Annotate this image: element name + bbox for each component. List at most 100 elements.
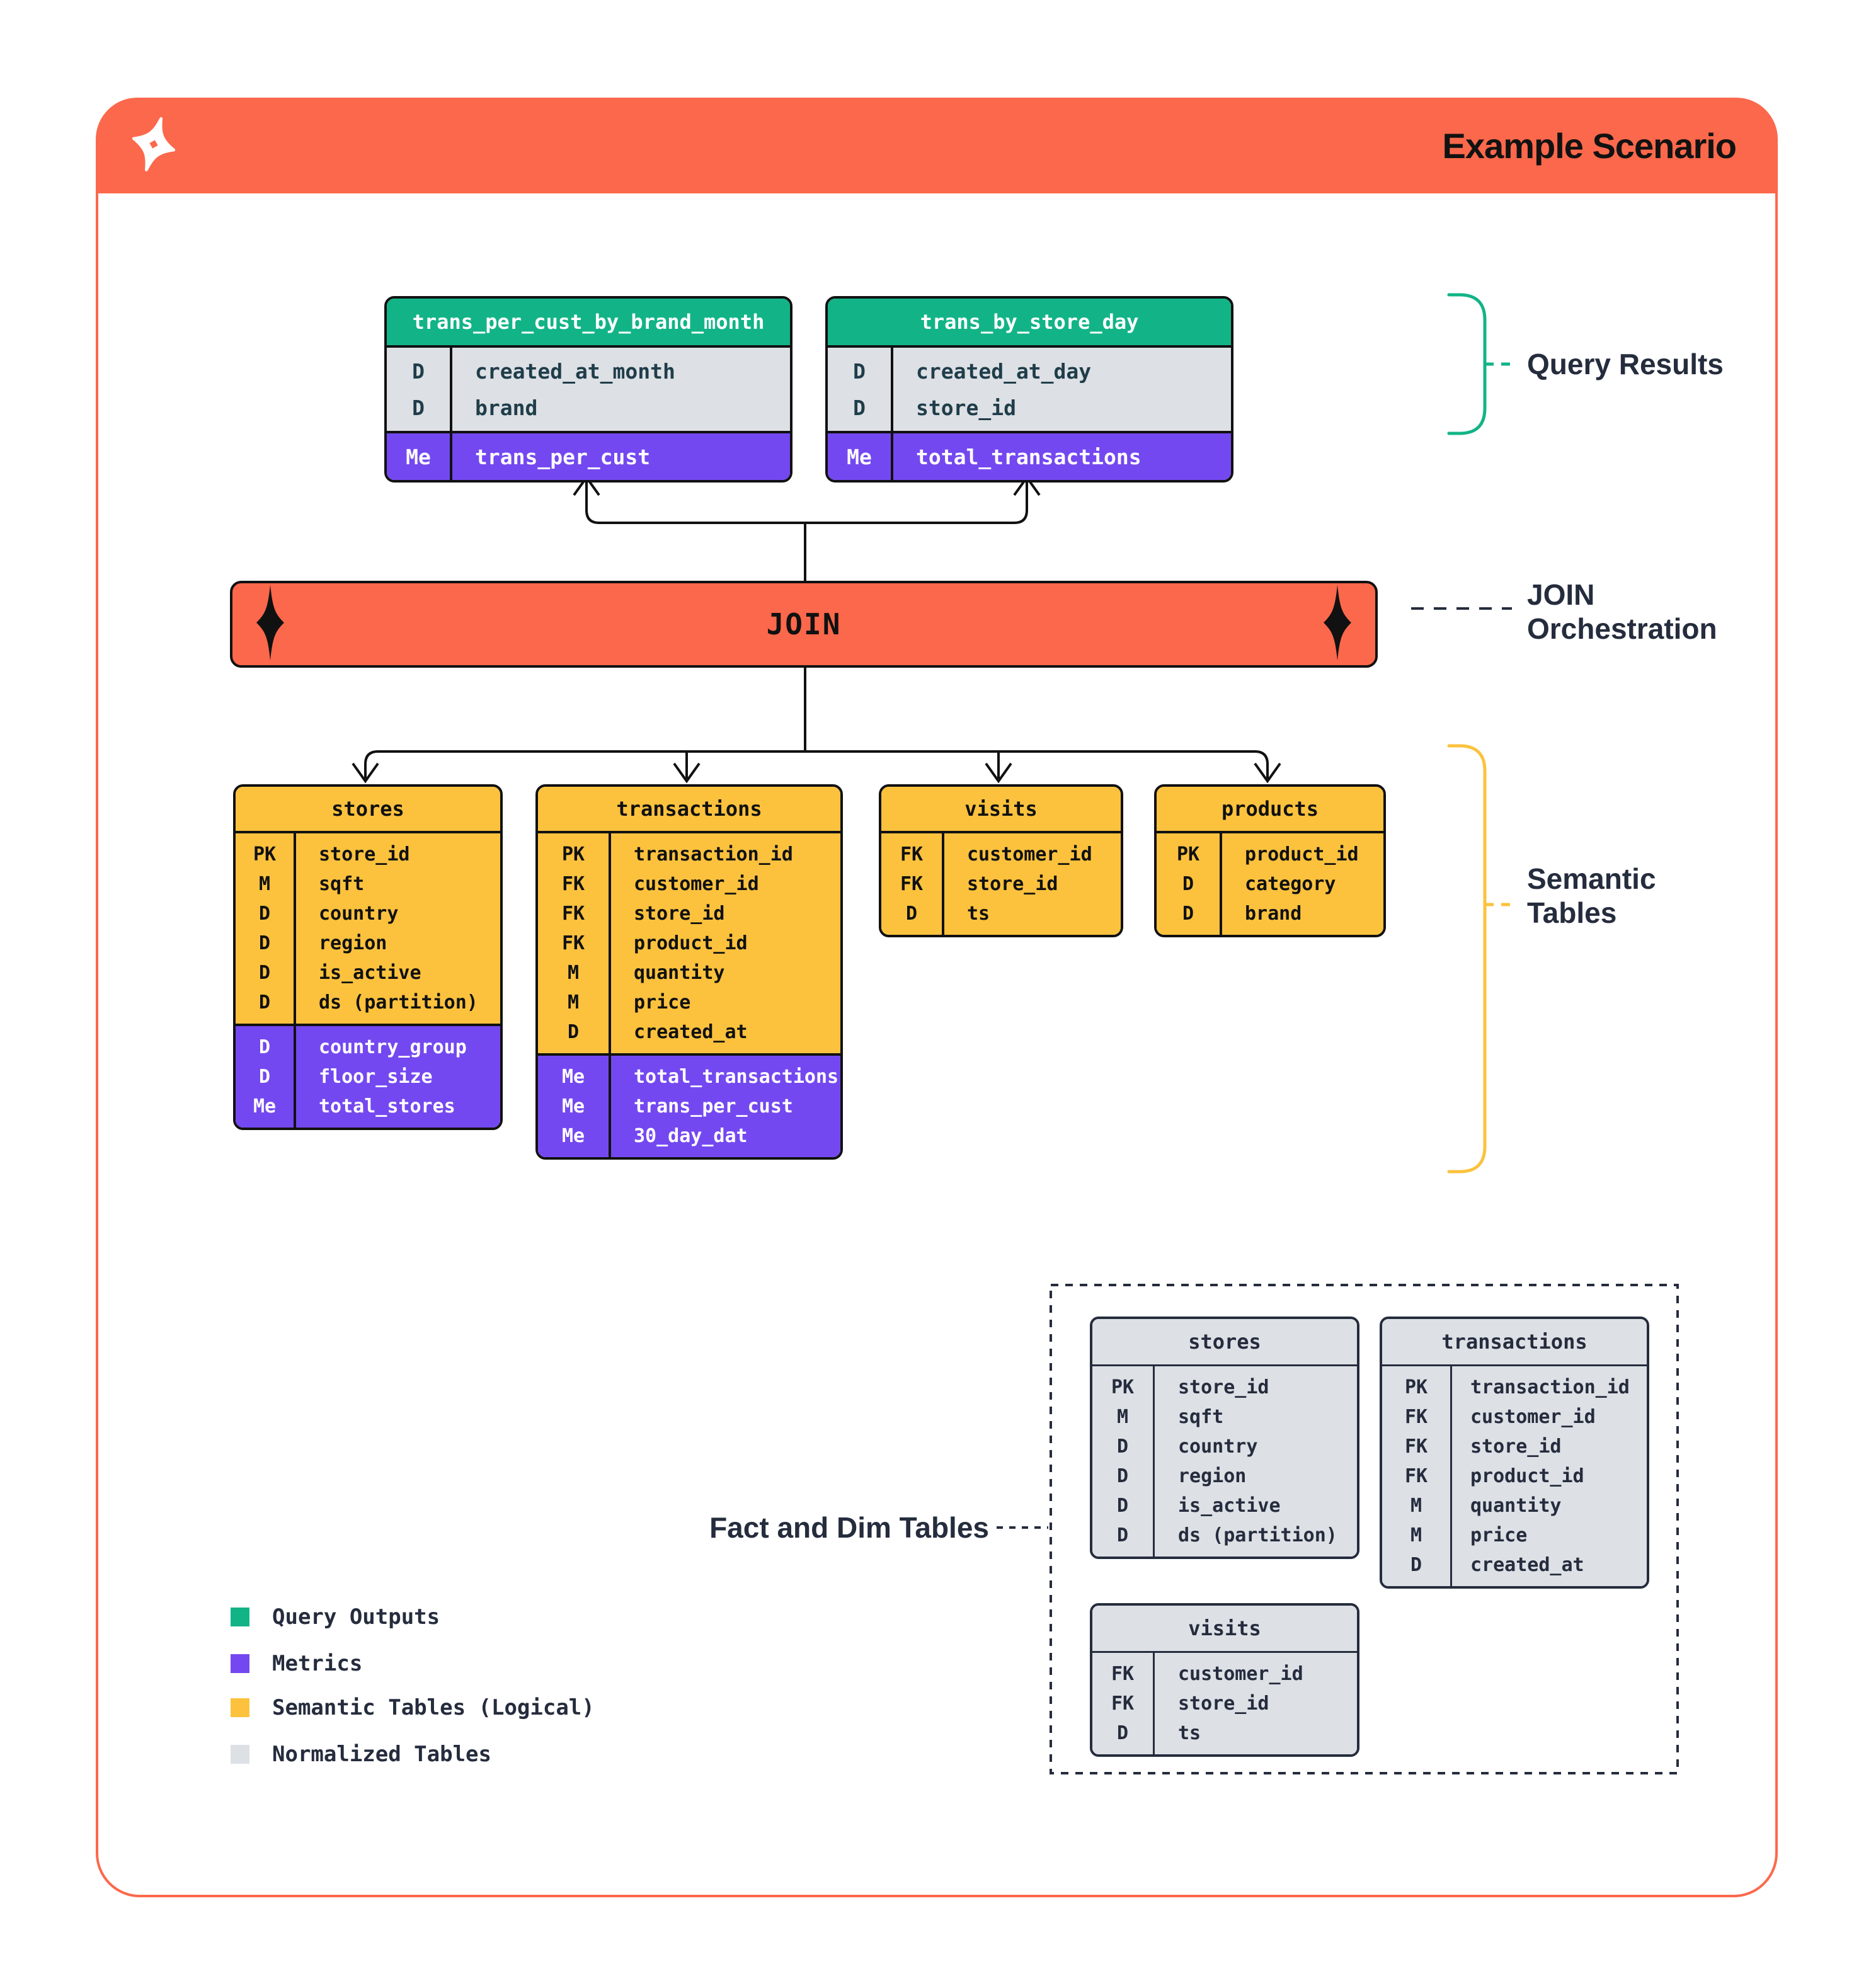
column-name: sqft [1178, 1406, 1224, 1428]
column-name: category [1245, 873, 1336, 895]
column-name: created_at [634, 1021, 748, 1043]
column-name: quantity [634, 962, 725, 984]
column-key: M [567, 962, 580, 984]
column-key: PK [1176, 843, 1200, 865]
column-key: D [853, 395, 866, 420]
column-name: trans_per_cust [634, 1095, 793, 1117]
semantic-tables-line2: Tables [1527, 896, 1617, 930]
column-key: D [258, 932, 271, 954]
column-name: total_transactions [634, 1066, 839, 1088]
legend-item-normalized-tables: Normalized Tables [231, 1742, 491, 1767]
metric-rows: Me trans_per_cust [387, 431, 790, 480]
table-title: stores [236, 787, 500, 833]
table-title: trans_by_store_day [828, 299, 1231, 348]
column-name: product_id [634, 932, 748, 954]
table-row: D store_id [828, 389, 1231, 426]
table-row: Me trans_per_cust [387, 438, 790, 475]
fact-dim-tables-label: Fact and Dim Tables [709, 1511, 989, 1544]
column-name: ts [967, 903, 990, 925]
column-key: FK [1111, 1663, 1135, 1685]
column-divider [294, 833, 296, 1024]
column-key: FK [561, 932, 585, 954]
column-key: D [1410, 1554, 1422, 1576]
legend-item-metrics: Metrics [231, 1651, 362, 1676]
column-name: product_id [1470, 1465, 1584, 1487]
column-key: FK [561, 903, 585, 925]
column-divider [450, 433, 452, 480]
column-divider [1153, 1653, 1155, 1754]
column-key: PK [1404, 1376, 1428, 1398]
dimension-rows: D created_at_month D brand [387, 348, 790, 431]
column-name: is_active [1178, 1495, 1281, 1517]
column-key: PK [561, 843, 585, 865]
sparkle-diamond-icon [1324, 585, 1351, 664]
column-name: product_id [1245, 843, 1359, 865]
dimension-rows: D created_at_day D store_id [828, 348, 1231, 431]
column-key: D [412, 395, 425, 420]
column-divider [891, 348, 893, 431]
column-name: region [1178, 1465, 1247, 1487]
query-results-label: Query Results [1527, 348, 1724, 380]
column-name: country_group [319, 1036, 467, 1058]
semantic-tables-label: Semantic Tables [1527, 862, 1656, 930]
table-row: Me total_transactions [828, 438, 1231, 475]
column-key: Me [253, 1095, 277, 1117]
query-result-table-trans-per-cust-by-brand-month: trans_per_cust_by_brand_month D created_… [384, 296, 792, 483]
column-key: Me [561, 1066, 585, 1088]
column-key: D [1116, 1524, 1129, 1546]
column-key: FK [561, 873, 585, 895]
table-title: transactions [1382, 1319, 1647, 1366]
column-key: D [567, 1021, 580, 1043]
column-name: ds (partition) [319, 991, 478, 1014]
column-name: price [634, 991, 691, 1014]
column-key: Me [847, 444, 872, 469]
column-name: transaction_id [634, 843, 793, 865]
column-name: store_id [1178, 1376, 1269, 1398]
column-name: brand [475, 395, 538, 420]
legend-swatch-purple [231, 1654, 249, 1673]
column-divider [609, 833, 611, 1053]
column-key: Me [561, 1095, 585, 1117]
column-key: M [567, 991, 580, 1014]
join-orchestration-line1: JOIN [1527, 578, 1595, 611]
legend-label: Normalized Tables [272, 1742, 491, 1767]
column-name: total_stores [319, 1095, 455, 1117]
table-row: D brand [387, 389, 790, 426]
legend-label: Metrics [272, 1651, 363, 1676]
column-name: customer_id [1178, 1663, 1303, 1685]
column-name: quantity [1470, 1495, 1562, 1517]
legend-label: Semantic Tables (Logical) [272, 1695, 595, 1720]
legend-swatch-gray [231, 1745, 249, 1764]
column-name: total_transactions [916, 444, 1141, 469]
column-key: M [1410, 1495, 1422, 1517]
column-divider [450, 348, 452, 431]
column-name: store_id [319, 843, 410, 865]
column-key: D [258, 903, 271, 925]
column-key: D [258, 962, 271, 984]
join-node: JOIN [230, 581, 1378, 668]
column-name: store_id [1470, 1436, 1562, 1458]
column-key: PK [253, 843, 277, 865]
column-key: D [258, 991, 271, 1014]
column-key: Me [561, 1125, 585, 1147]
column-name: created_at_month [475, 358, 675, 384]
column-key: D [853, 358, 866, 384]
column-divider [294, 1026, 296, 1128]
column-divider [891, 433, 893, 480]
column-divider [1450, 1366, 1452, 1586]
column-name: is_active [319, 962, 421, 984]
legend-item-query-outputs: Query Outputs [231, 1604, 440, 1630]
table-title: products [1157, 787, 1383, 833]
column-key: D [258, 1066, 271, 1088]
